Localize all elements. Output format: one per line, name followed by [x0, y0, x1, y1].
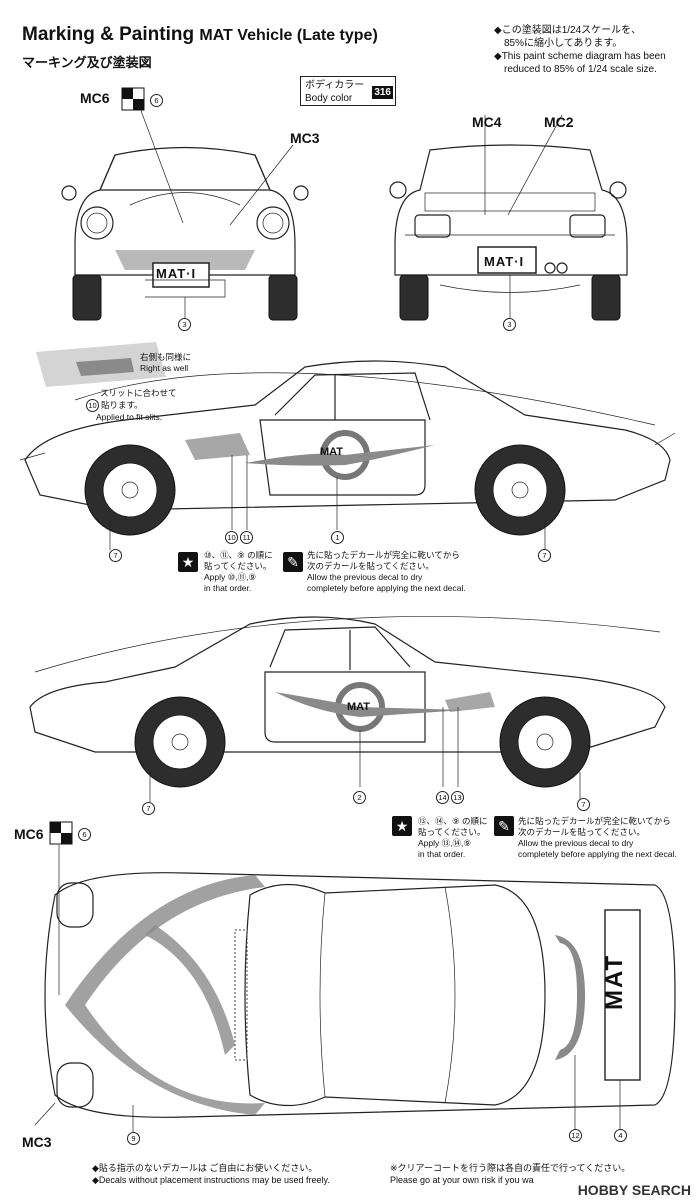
decal-num-14: 14: [436, 791, 449, 804]
footer-left: ◆貼る指示のないデカールは ご自由にお使いください。 ◆Decals witho…: [92, 1163, 330, 1185]
decal-num-13: 13: [451, 791, 464, 804]
order-instruction-upper: ⑩、⑪、⑨ の順に 貼ってください。 Apply ⑩,⑪,⑨ in that o…: [204, 550, 273, 593]
label-mc3-bottom: MC3: [22, 1134, 52, 1150]
top-view-car: [34, 845, 676, 1140]
front-view-car: [61, 99, 309, 321]
right-side-view-car: [29, 616, 666, 802]
label-mc4: MC4: [472, 114, 502, 130]
decal-num-7c: 7: [142, 802, 155, 815]
note-right-same: 右側も同様に Right as well: [140, 352, 192, 373]
decal-num-11: 11: [240, 531, 253, 544]
page-subtitle: マーキング及び塗装図: [22, 55, 152, 70]
decal-num-7a: 7: [109, 549, 122, 562]
decal-num-4: 4: [614, 1129, 627, 1142]
watermark: HOBBY SEARCH: [577, 1182, 691, 1198]
page-title: Marking & Painting MAT Vehicle (Late typ…: [22, 24, 378, 45]
front-plate: MAT·I: [156, 266, 197, 281]
brush-icon: ✎: [283, 552, 303, 572]
star-icon: ★: [178, 552, 198, 572]
label-mc2: MC2: [544, 114, 574, 130]
footer-right: ※クリアーコートを行う際は各自の責任で行ってください。 Please go at…: [390, 1163, 631, 1185]
body-color-box: ボディカラー Body color 316: [300, 76, 396, 106]
dry-instruction-upper: 先に貼ったデカールが完全に乾いてから 次のデカールを貼ってください。 Allow…: [307, 550, 466, 593]
decal-num-7d: 7: [577, 798, 590, 811]
roof-mat-text: MAT: [601, 953, 628, 1010]
decal-num-7b: 7: [538, 549, 551, 562]
brush-icon: ✎: [494, 816, 514, 836]
decal-num-9: 9: [127, 1132, 140, 1145]
decal-num-6b: 6: [78, 828, 91, 841]
decal-num-12: 12: [569, 1129, 582, 1142]
decal-num-3: 3: [178, 318, 191, 331]
decal-num-2: 2: [353, 791, 366, 804]
label-mc6-bottom: MC6: [14, 826, 44, 842]
color-code: 316: [372, 86, 393, 99]
order-instruction-lower: ⑬、⑭、⑨ の順に 貼ってください。 Apply ⑬,⑭,⑨ in that o…: [418, 816, 488, 859]
checker-flag-icon: [49, 821, 73, 845]
rear-view-car: [389, 114, 628, 321]
dry-instruction-lower: 先に貼ったデカールが完全に乾いてから 次のデカールを貼ってください。 Allow…: [518, 816, 677, 859]
decal-num-3b: 3: [503, 318, 516, 331]
decal-num-6: 6: [150, 94, 163, 107]
decal-num-1: 1: [331, 531, 344, 544]
rear-plate: MAT·I: [484, 254, 525, 269]
mat-logo-left: MAT: [320, 446, 344, 458]
label-mc6: MC6: [80, 90, 110, 106]
slits-detail: [36, 342, 166, 387]
checker-flag-icon: [121, 87, 145, 111]
decal-num-10: 10: [225, 531, 238, 544]
star-icon: ★: [392, 816, 412, 836]
left-side-view-car: [19, 360, 676, 550]
label-mc3: MC3: [290, 130, 320, 146]
scale-note: ◆この塗装図は1/24スケールを、 85%に縮小してあります。 ◆This pa…: [494, 25, 666, 75]
mat-logo-right: MAT: [347, 701, 371, 713]
